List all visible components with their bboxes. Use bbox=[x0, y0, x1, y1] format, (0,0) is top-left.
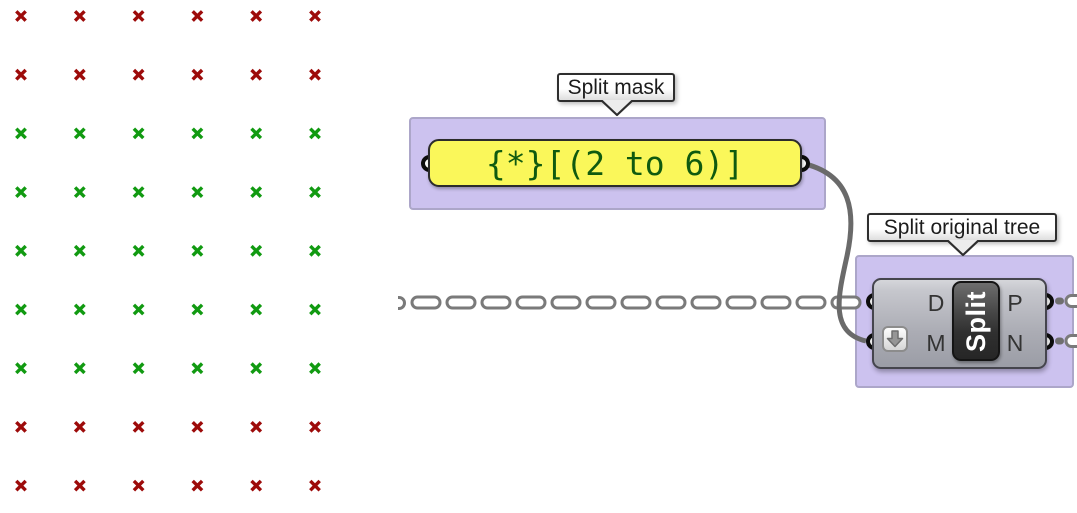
point-marker bbox=[309, 303, 321, 316]
point-marker bbox=[191, 186, 204, 199]
point-marker bbox=[132, 420, 145, 433]
rhino-viewport-point-grid bbox=[15, 10, 321, 492]
point-marker bbox=[250, 362, 263, 375]
point-marker bbox=[132, 244, 145, 257]
point-marker bbox=[250, 420, 263, 433]
point-marker bbox=[132, 362, 145, 375]
point-marker bbox=[15, 303, 27, 316]
component-name-plate[interactable]: Split bbox=[952, 281, 1000, 361]
point-marker bbox=[250, 303, 263, 316]
point-marker bbox=[73, 68, 86, 81]
panel-split-mask[interactable]: {*}[(2 to 6)] bbox=[428, 139, 802, 187]
point-marker bbox=[191, 362, 204, 375]
point-marker bbox=[73, 303, 86, 316]
point-marker bbox=[309, 186, 321, 199]
point-marker bbox=[309, 362, 321, 375]
point-marker bbox=[73, 362, 86, 375]
point-marker bbox=[250, 127, 263, 140]
point-marker bbox=[191, 303, 204, 316]
output-label-N: N bbox=[1006, 330, 1024, 356]
point-marker bbox=[250, 186, 263, 199]
point-marker bbox=[73, 479, 86, 492]
point-marker bbox=[309, 420, 321, 433]
input-label-M: M bbox=[926, 330, 946, 356]
group-label-split-mask: Split mask bbox=[557, 73, 675, 102]
output-label-P: P bbox=[1007, 290, 1023, 316]
point-marker bbox=[15, 362, 27, 375]
split-component[interactable]: D M P N Split bbox=[872, 278, 1047, 369]
point-marker bbox=[15, 186, 27, 199]
point-marker bbox=[132, 68, 145, 81]
point-marker bbox=[309, 244, 321, 257]
group-label-split-original-tree: Split original tree bbox=[867, 213, 1057, 242]
point-marker bbox=[15, 420, 27, 433]
point-marker bbox=[250, 10, 263, 22]
group-label-text: Split mask bbox=[567, 75, 665, 99]
point-marker bbox=[250, 479, 263, 492]
point-marker bbox=[191, 127, 204, 140]
callout-tail bbox=[600, 100, 634, 117]
point-marker bbox=[73, 127, 86, 140]
point-marker bbox=[132, 303, 145, 316]
point-marker bbox=[73, 420, 86, 433]
point-marker bbox=[73, 244, 86, 257]
point-marker bbox=[250, 244, 263, 257]
callout-tail bbox=[946, 240, 980, 257]
point-marker bbox=[132, 127, 145, 140]
point-marker bbox=[15, 127, 27, 140]
point-marker bbox=[73, 10, 86, 22]
point-marker bbox=[191, 244, 204, 257]
point-marker bbox=[191, 420, 204, 433]
point-marker bbox=[250, 68, 263, 81]
point-marker bbox=[15, 68, 27, 81]
point-marker bbox=[132, 479, 145, 492]
point-marker bbox=[15, 479, 27, 492]
flatten-down-arrow-icon[interactable] bbox=[882, 326, 908, 352]
point-marker bbox=[309, 127, 321, 140]
input-label-D: D bbox=[927, 290, 945, 316]
panel-value: {*}[(2 to 6)] bbox=[485, 143, 745, 183]
point-marker bbox=[309, 479, 321, 492]
point-marker bbox=[132, 10, 145, 22]
point-marker bbox=[191, 68, 204, 81]
tree-wire[interactable] bbox=[398, 295, 862, 310]
point-marker bbox=[132, 186, 145, 199]
point-marker bbox=[15, 10, 27, 22]
point-marker bbox=[15, 244, 27, 257]
group-label-text: Split original tree bbox=[883, 215, 1041, 239]
point-marker bbox=[191, 479, 204, 492]
point-marker bbox=[309, 68, 321, 81]
component-name: Split bbox=[960, 290, 991, 352]
point-marker bbox=[73, 186, 86, 199]
point-marker bbox=[309, 10, 321, 22]
point-marker bbox=[191, 10, 204, 22]
